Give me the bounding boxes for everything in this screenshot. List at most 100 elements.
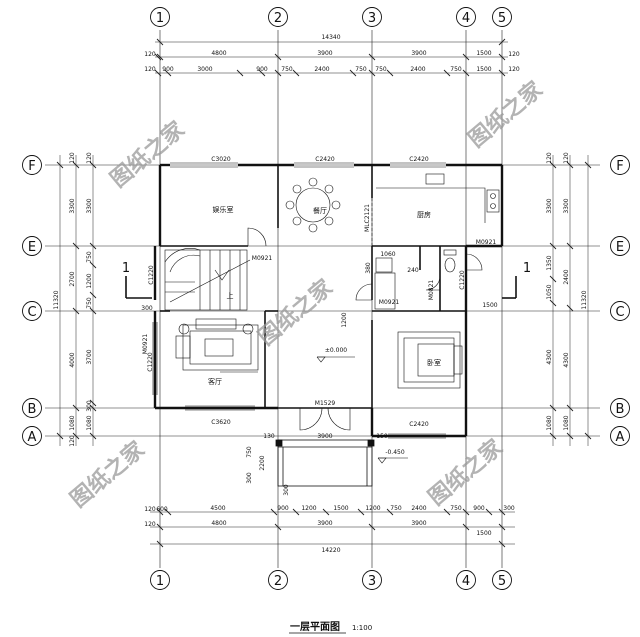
left-dimension-text: 11320 120 3300 2700 4000 1080 120 120 33… [53, 152, 93, 447]
svg-text:1080: 1080 [69, 415, 76, 430]
bottom-dimension-lines [150, 508, 515, 548]
svg-text:4000: 4000 [69, 352, 76, 367]
svg-text:4300: 4300 [563, 352, 570, 367]
svg-text:750: 750 [281, 66, 293, 73]
svg-text:750: 750 [450, 505, 462, 512]
svg-text:MLC2121: MLC2121 [364, 204, 371, 232]
svg-text:C2420: C2420 [409, 156, 429, 163]
column-axis-bottom: 1 2 3 4 5 [150, 570, 512, 590]
interior-walls [160, 165, 466, 409]
watermark: 图纸之家 [65, 436, 150, 513]
svg-text:1080: 1080 [563, 415, 570, 430]
svg-text:3: 3 [368, 11, 376, 26]
svg-text:1080: 1080 [86, 415, 93, 430]
svg-text:4800: 4800 [211, 50, 226, 57]
svg-text:750: 750 [375, 66, 387, 73]
svg-text:2700: 2700 [69, 271, 76, 286]
svg-text:1500: 1500 [482, 302, 497, 309]
svg-text:3000: 3000 [197, 66, 212, 73]
svg-text:C3020: C3020 [211, 156, 231, 163]
svg-text:1500: 1500 [476, 530, 491, 537]
svg-text:1200: 1200 [301, 505, 316, 512]
exterior-walls [153, 163, 504, 438]
svg-text:3900: 3900 [411, 50, 426, 57]
kitchen-counter [376, 173, 500, 223]
watermark: 图纸之家 [105, 116, 190, 193]
svg-text:1350: 1350 [546, 255, 553, 270]
svg-text:1: 1 [156, 574, 164, 589]
section-marker [125, 276, 517, 299]
svg-text:240: 240 [407, 267, 419, 274]
svg-text:750: 750 [390, 505, 402, 512]
svg-text:1080: 1080 [546, 415, 553, 430]
svg-text:14220: 14220 [321, 547, 340, 554]
doors [247, 198, 483, 431]
svg-text:4300: 4300 [546, 349, 553, 364]
svg-text:2400: 2400 [411, 505, 426, 512]
svg-text:3300: 3300 [563, 198, 570, 213]
svg-text:4: 4 [462, 574, 470, 589]
svg-text:E: E [28, 240, 36, 255]
svg-text:M0921: M0921 [379, 299, 400, 306]
svg-text:2200: 2200 [259, 455, 266, 470]
svg-text:380: 380 [365, 262, 372, 274]
svg-text:300: 300 [283, 484, 290, 496]
svg-text:B: B [28, 402, 37, 417]
svg-text:M0921: M0921 [252, 255, 273, 262]
svg-text:1200: 1200 [365, 505, 380, 512]
svg-text:1200: 1200 [86, 273, 93, 288]
svg-text:3700: 3700 [86, 349, 93, 364]
svg-text:150: 150 [376, 433, 388, 440]
svg-text:900: 900 [473, 505, 485, 512]
dining-table [285, 177, 341, 233]
living-room-sofa [175, 318, 259, 373]
svg-text:900: 900 [277, 505, 289, 512]
svg-text:3900: 3900 [411, 520, 426, 527]
svg-text:120: 120 [144, 506, 156, 513]
svg-text:B: B [616, 402, 625, 417]
svg-text:120: 120 [69, 152, 76, 164]
svg-text:900: 900 [256, 66, 268, 73]
svg-text:130: 130 [263, 433, 275, 440]
svg-text:120: 120 [508, 66, 520, 73]
svg-text:5: 5 [498, 574, 506, 589]
svg-text:300: 300 [246, 472, 253, 484]
svg-text:1200: 1200 [341, 312, 348, 327]
svg-text:11320: 11320 [53, 290, 60, 309]
svg-text:C3620: C3620 [211, 419, 231, 426]
svg-text:M1529: M1529 [315, 400, 336, 407]
drawing-scale: 1:100 [352, 624, 372, 632]
svg-text:120: 120 [563, 152, 570, 164]
row-axis-left: F E C B A [22, 155, 42, 446]
svg-text:4800: 4800 [211, 520, 226, 527]
svg-text:3900: 3900 [317, 520, 332, 527]
watermark: 图纸之家 [253, 274, 338, 351]
svg-text:2400: 2400 [563, 269, 570, 284]
svg-text:300: 300 [503, 505, 515, 512]
svg-text:5: 5 [498, 11, 506, 26]
staircase [164, 248, 251, 311]
svg-text:750: 750 [450, 66, 462, 73]
svg-text:M0921: M0921 [142, 334, 149, 355]
bottom-dimension-text: 120 600 4500 900 1200 1500 1200 750 2400… [144, 505, 515, 554]
svg-text:M0921: M0921 [476, 239, 497, 246]
svg-text:3900: 3900 [317, 433, 332, 440]
column-axis-top: 1 2 3 4 5 [150, 7, 512, 27]
right-dimension-text: 120 3300 1350 1050 4300 1080 120 3300 24… [546, 152, 588, 431]
svg-text:3: 3 [368, 574, 376, 589]
room-kitchen: 厨房 [417, 210, 431, 219]
svg-text:120: 120 [144, 51, 156, 58]
room-entertainment: 娱乐室 [213, 205, 234, 214]
svg-text:1: 1 [156, 11, 164, 26]
svg-text:120: 120 [508, 51, 520, 58]
top-dimension-text: 14340 120 4800 3900 3900 1500 120 120 90… [144, 34, 520, 73]
svg-text:120: 120 [86, 152, 93, 164]
svg-text:C2420: C2420 [409, 421, 429, 428]
section-label-left: 1 [122, 261, 130, 276]
svg-text:-0.450: -0.450 [385, 449, 405, 456]
svg-text:120: 120 [144, 66, 156, 73]
svg-text:750: 750 [246, 446, 253, 458]
svg-text:C: C [615, 305, 624, 320]
svg-text:120: 120 [546, 152, 553, 164]
svg-text:C1220: C1220 [147, 352, 154, 372]
